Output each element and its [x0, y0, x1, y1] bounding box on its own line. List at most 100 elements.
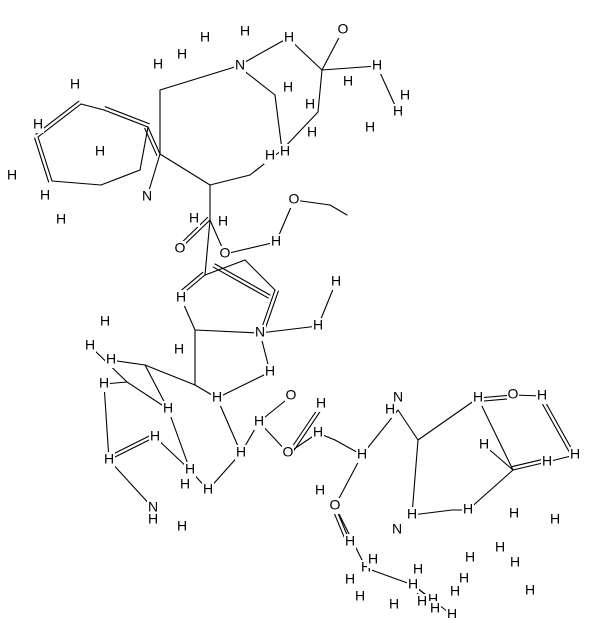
- atom-label: H: [407, 506, 417, 522]
- atom-label-backdrop: [141, 189, 153, 205]
- atom-label: N: [142, 188, 152, 204]
- atom-label-backdrop: [569, 447, 581, 463]
- atom-label-backdrop: [549, 512, 561, 528]
- bond-line: [321, 65, 378, 71]
- bond-line: [334, 454, 363, 507]
- atom-label-backdrop: [367, 552, 379, 568]
- bond-line: [167, 408, 191, 471]
- atom-label: H: [100, 313, 110, 329]
- atom-label-backdrop: [314, 483, 326, 499]
- atom-label: H: [345, 533, 355, 549]
- atom-label-backdrop: [174, 241, 186, 257]
- atom-label: H: [240, 23, 250, 39]
- atom-label-backdrop: [304, 97, 316, 113]
- atom-label: H: [450, 583, 460, 599]
- atom-label: H: [212, 389, 222, 405]
- atom-label: H: [265, 363, 275, 379]
- bond-line: [411, 439, 419, 516]
- bond-layer: [34, 29, 576, 616]
- atom-label-backdrop: [217, 214, 229, 230]
- atom-label-backdrop: [264, 364, 276, 380]
- bond-line: [126, 381, 169, 410]
- atom-label: H: [495, 539, 505, 555]
- atom-label: H: [280, 143, 290, 159]
- atom-label-backdrop: [188, 211, 200, 227]
- bond-line: [37, 136, 53, 182]
- atom-label: H: [174, 341, 184, 357]
- atom-label: H: [177, 46, 187, 62]
- atom-label: O: [283, 444, 294, 460]
- bond-line: [329, 204, 348, 216]
- atom-label: H: [150, 428, 160, 444]
- bond-line-second: [104, 106, 150, 125]
- atom-label: H: [305, 96, 315, 112]
- atom-label: H: [236, 444, 246, 460]
- atom-label: H: [357, 446, 367, 462]
- atom-label-backdrop: [391, 522, 403, 538]
- atom-label: H: [389, 596, 399, 612]
- atom-label-backdrop: [99, 314, 111, 330]
- atom-label: H: [148, 511, 158, 527]
- atom-label: O: [289, 191, 300, 207]
- atom-label: H: [345, 571, 355, 587]
- atom-label-backdrop: [337, 22, 349, 38]
- atom-label-backdrop: [478, 437, 490, 453]
- bond-line-second: [538, 397, 573, 458]
- bond-line: [100, 169, 141, 186]
- atom-label-backdrop: [472, 390, 484, 406]
- atom-label: H: [355, 588, 365, 604]
- atom-label: H: [400, 87, 410, 103]
- atom-label: H: [331, 273, 341, 289]
- atom-label: H: [473, 389, 483, 405]
- bond-line: [281, 111, 319, 151]
- atom-label: H: [70, 76, 80, 92]
- atom-label: N: [235, 57, 245, 73]
- atom-label: H: [33, 116, 43, 132]
- atom-label: H: [200, 29, 210, 45]
- atom-label-backdrop: [329, 498, 341, 514]
- atom-label: H: [218, 213, 228, 229]
- bond-line: [159, 153, 211, 186]
- atom-label-backdrop: [6, 168, 18, 184]
- atom-label: H: [417, 593, 427, 609]
- atom-label: H: [284, 29, 294, 45]
- atom-label-backdrop: [509, 555, 521, 571]
- atom-label-backdrop: [312, 425, 324, 441]
- atom-label-backdrop: [179, 477, 191, 493]
- atom-label-backdrop: [147, 512, 159, 528]
- atom-label: H: [7, 167, 17, 183]
- bond-line: [204, 259, 246, 276]
- atom-label-backdrop: [330, 274, 342, 290]
- atom-label-backdrop: [32, 117, 44, 133]
- bond-line: [237, 37, 289, 67]
- atom-label: N: [393, 389, 403, 405]
- bond-line: [139, 126, 149, 171]
- atom-label: H: [313, 424, 323, 440]
- atom-label-backdrop: [175, 290, 187, 306]
- bond-line: [80, 103, 105, 111]
- atom-label-backdrop: [149, 429, 161, 445]
- atom-label-backdrop: [364, 120, 376, 136]
- atom-label-backdrop: [407, 577, 419, 593]
- atom-label-backdrop: [285, 388, 297, 404]
- atom-label-backdrop: [388, 597, 400, 613]
- atom-label: H: [265, 147, 275, 163]
- atom-label: H: [361, 559, 371, 575]
- bond-line-second: [212, 266, 269, 299]
- bond-line-second: [511, 458, 547, 468]
- atom-label: N: [392, 521, 402, 537]
- atom-label-backdrop: [69, 77, 81, 93]
- atom-label: H: [509, 505, 519, 521]
- bond-line: [259, 325, 319, 334]
- atom-label-backdrop: [458, 571, 470, 587]
- atom-label-backdrop: [315, 396, 327, 412]
- bond-line: [204, 219, 211, 276]
- bond-line: [467, 469, 514, 511]
- atom-label: H: [163, 400, 173, 416]
- atom-label-backdrop: [399, 88, 411, 104]
- atom-label-backdrop: [202, 482, 214, 498]
- atom-label-backdrop: [162, 401, 174, 417]
- atom-label: H: [542, 453, 552, 469]
- atom-label-backdrop: [508, 506, 520, 522]
